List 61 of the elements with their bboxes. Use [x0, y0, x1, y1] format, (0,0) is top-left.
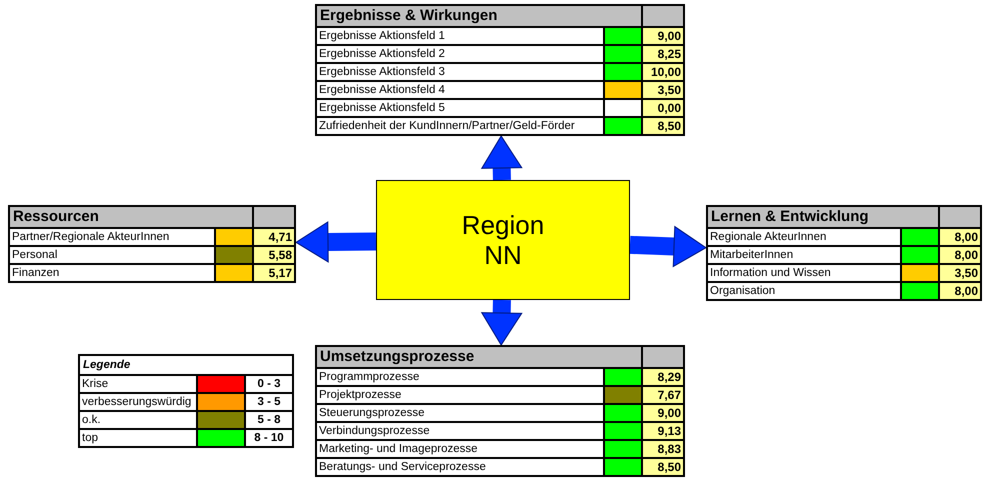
row-label: Marketing- und Imageprozesse [317, 441, 603, 457]
score-value: 8,00 [940, 283, 980, 299]
row-label: Organisation [708, 283, 900, 299]
score-table [706, 205, 982, 301]
score-value: 8,00 [940, 247, 980, 263]
row-label: Finanzen [10, 265, 214, 281]
row-label: Ergebnisse Aktionsfeld 3 [317, 64, 603, 80]
score-table [315, 4, 685, 136]
row-label: Verbindungsprozesse [317, 423, 603, 439]
legend-label: o.k. [80, 412, 196, 428]
score-value: 8,50 [643, 459, 683, 475]
row-label: Projektprozesse [317, 387, 603, 403]
score-value: 9,13 [643, 423, 683, 439]
score-value: 3,50 [643, 82, 683, 98]
legend-label: verbesserungswürdig [80, 394, 196, 410]
legend-label: top [80, 430, 196, 446]
table-heading: Ressourcen [10, 207, 252, 227]
score-value: 8,50 [643, 118, 683, 134]
block-arrow [481, 136, 522, 180]
score-value: 4,71 [254, 229, 294, 245]
score-table [8, 205, 296, 283]
row-label: Steuerungsprozesse [317, 405, 603, 421]
legend-heading: Legende [80, 356, 292, 374]
score-value: 5,17 [254, 265, 294, 281]
range-label: 3 - 5 [246, 394, 292, 410]
score-value: 3,50 [940, 265, 980, 281]
center-box [376, 180, 630, 300]
score-value: 9,00 [643, 405, 683, 421]
score-value: 8,29 [643, 369, 683, 385]
score-value: 5,58 [254, 247, 294, 263]
row-label: Personal [10, 247, 214, 263]
score-value: 7,67 [643, 387, 683, 403]
score-value: 8,83 [643, 441, 683, 457]
score-value: 8,25 [643, 46, 683, 62]
row-label: Ergebnisse Aktionsfeld 1 [317, 28, 603, 44]
table-heading: Umsetzungsprozesse [317, 347, 641, 367]
block-arrow [481, 300, 522, 346]
row-label: Beratungs- und Serviceprozesse [317, 459, 603, 475]
row-label: Information und Wissen [708, 265, 900, 281]
row-label: Regionale AkteurInnen [708, 229, 900, 245]
range-label: 8 - 10 [246, 430, 292, 446]
range-label: 0 - 3 [246, 376, 292, 392]
range-label: 5 - 8 [246, 412, 292, 428]
row-label: Ergebnisse Aktionsfeld 2 [317, 46, 603, 62]
row-label: Ergebnisse Aktionsfeld 5 [317, 100, 603, 116]
table-heading: Ergebnisse & Wirkungen [317, 6, 641, 26]
row-label: Zufriedenheit der KundInnern/Partner/Geld-Förder [317, 118, 603, 134]
row-label: Ergebnisse Aktionsfeld 4 [317, 82, 603, 98]
block-arrow [630, 226, 706, 267]
score-value: 8,00 [940, 229, 980, 245]
center-label: Region NN [460, 210, 546, 270]
score-table [315, 345, 685, 477]
score-value: 10,00 [643, 64, 683, 80]
table-heading: Lernen & Entwicklung [708, 207, 938, 227]
score-value: 0,00 [643, 100, 683, 116]
block-arrow [296, 222, 376, 262]
row-label: Programmprozesse [317, 369, 603, 385]
score-value: 9,00 [643, 28, 683, 44]
row-label: MitarbeiterInnen [708, 247, 900, 263]
row-label: Partner/Regionale AkteurInnen [10, 229, 214, 245]
legend-label: Krise [80, 376, 196, 392]
